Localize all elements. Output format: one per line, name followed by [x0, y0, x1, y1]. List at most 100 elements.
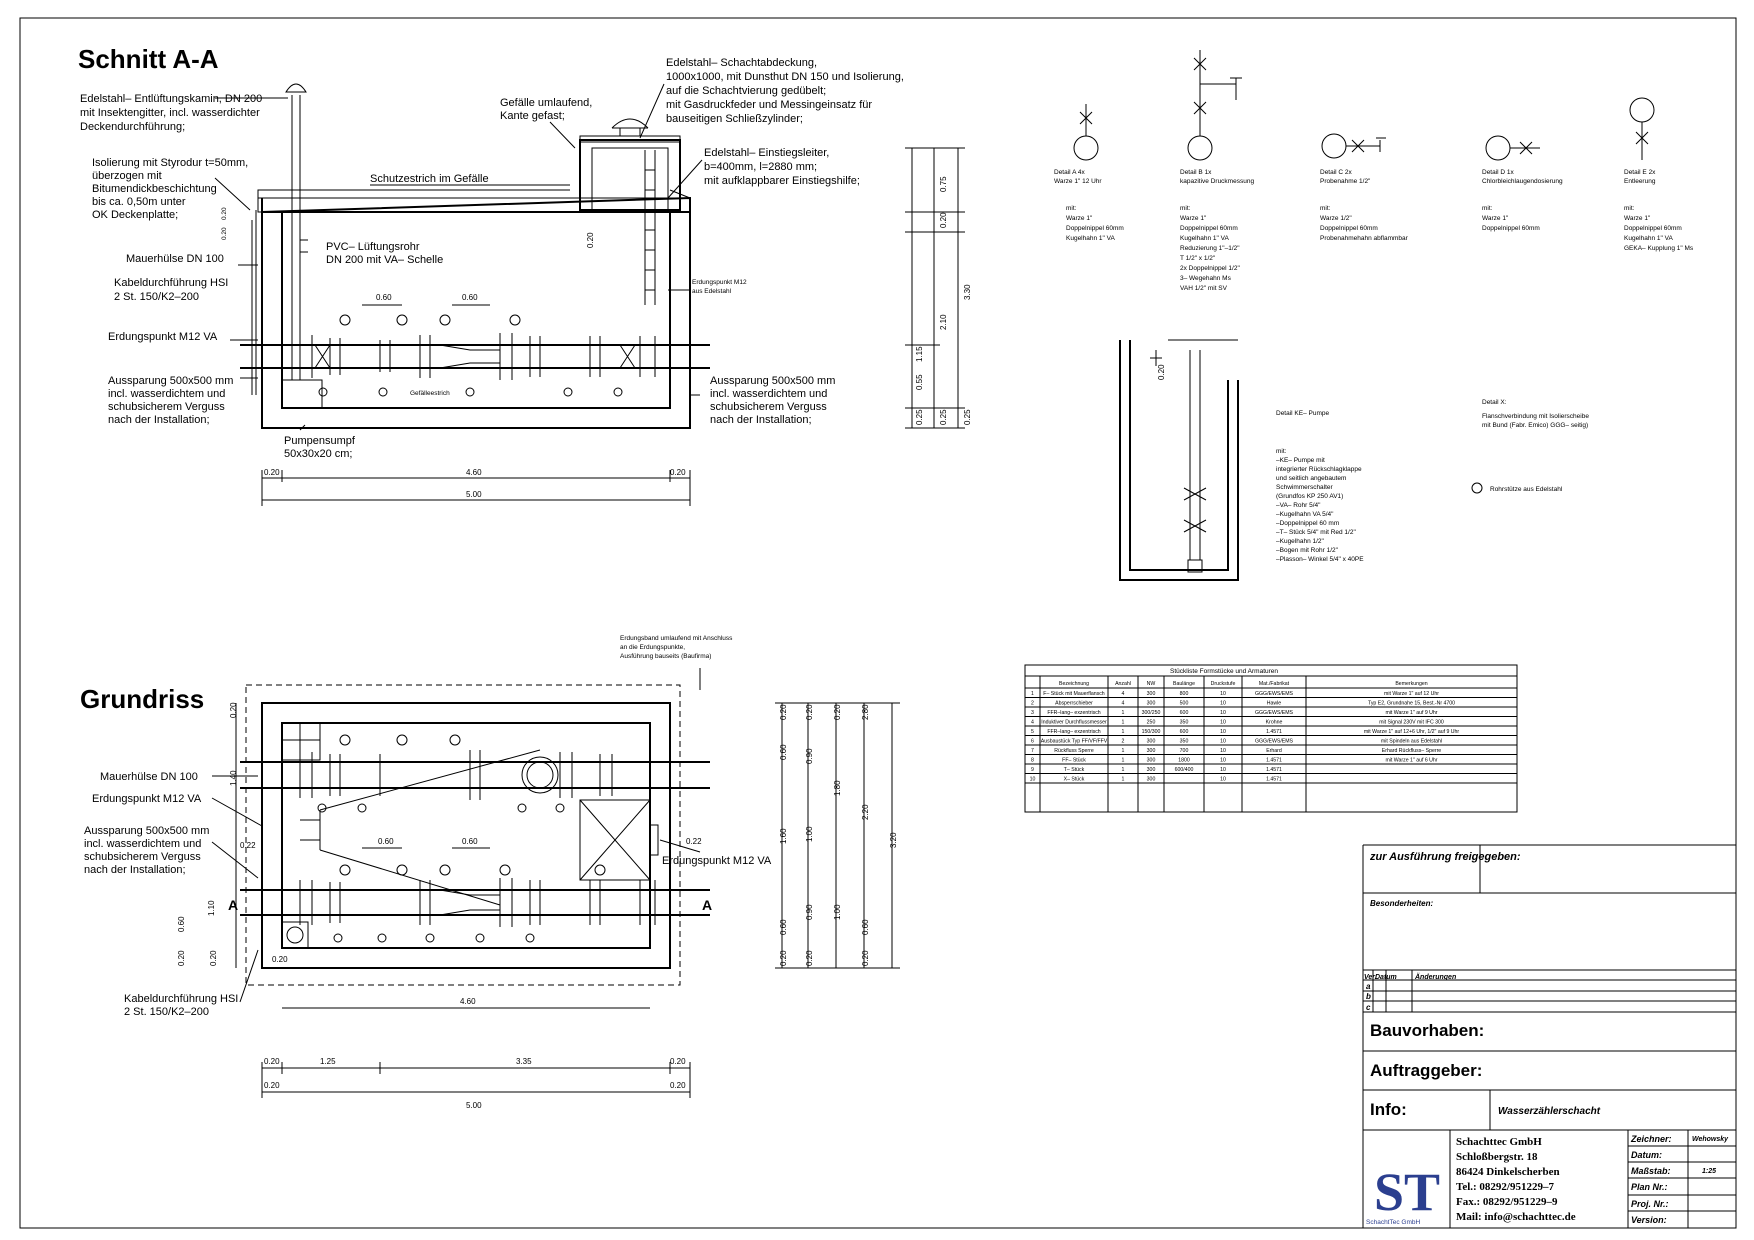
svg-text:schubsicherem Verguss: schubsicherem Verguss — [710, 401, 827, 413]
sheet-frame — [19, 17, 1737, 1229]
plan-access-opening — [579, 799, 651, 881]
detail-d: Detail D 1x Chlorbleichlaugendosierung m… — [1482, 135, 1563, 232]
svg-text:2.80: 2.80 — [861, 704, 870, 720]
svg-text:nach der Installation;: nach der Installation; — [710, 414, 812, 426]
svg-text:Detail D 1x: Detail D 1x — [1482, 169, 1515, 176]
svg-text:Kugelhahn 1" VA: Kugelhahn 1" VA — [1624, 235, 1673, 242]
detail-x: Detail X: Flanschverbindung mit Isoliers… — [1471, 399, 1589, 494]
plan-earth-band — [245, 684, 681, 986]
svg-text:b=400mm, l=2880 mm;: b=400mm, l=2880 mm; — [704, 161, 817, 173]
section-label-wall-sleeve: Mauerhülse DN 100 — [126, 253, 224, 265]
parts-table-header: Baulänge — [1173, 681, 1195, 687]
svg-text:Erdungspunkt M12: Erdungspunkt M12 — [692, 279, 747, 286]
svg-text:DN 200 mit VA– Schelle: DN 200 mit VA– Schelle — [326, 254, 443, 266]
parts-table-cell: mit Warze 1" auf 9 Uhr — [1385, 710, 1437, 716]
rev-header-changes: Änderungen — [1414, 973, 1456, 981]
svg-text:mit Gasdruckfeder und Messinge: mit Gasdruckfeder und Messingeinsatz für — [666, 99, 872, 111]
section-view: Schnitt A-A Gefälleestrich — [78, 44, 972, 506]
parts-table-cell: 10 — [1220, 748, 1226, 754]
svg-text:incl. wasserdichtem und: incl. wasserdichtem und — [710, 388, 827, 400]
parts-table-cell: Hawle — [1267, 701, 1282, 707]
svg-text:2 St. 150/K2–200: 2 St. 150/K2–200 — [114, 291, 199, 303]
parts-table-cell: 700 — [1180, 748, 1189, 754]
section-label-cover: Edelstahl– Schachtabdeckung, 1000x1000, … — [666, 57, 904, 125]
plan-label-earth-right: Erdungspunkt M12 VA — [662, 855, 772, 867]
svg-text:5.00: 5.00 — [466, 490, 482, 499]
parts-table-cell: 1 — [1122, 777, 1125, 783]
svg-text:86424 Dinkelscherben: 86424 Dinkelscherben — [1456, 1166, 1560, 1178]
parts-table-cell: FFR–lang– exzentrisch — [1047, 710, 1100, 716]
parts-table-cell: 3 — [1031, 710, 1034, 716]
svg-text:Flanschverbindung mit Isoliers: Flanschverbindung mit Isolierscheibe — [1482, 413, 1589, 420]
title-notes: Besonderheiten: — [1370, 899, 1433, 908]
parts-table-cell: 250 — [1147, 720, 1156, 726]
svg-text:0.20: 0.20 — [264, 468, 280, 477]
parts-table-cell: GGG/EWS/EMS — [1255, 739, 1294, 745]
plan-access-diag — [579, 799, 651, 881]
parts-table-cell: 300 — [1147, 767, 1156, 773]
title-fields: Zeichner: Wehowsky Datum: Maßstab: 1:25 … — [1630, 1134, 1729, 1225]
plan-dim-inner: 4.60 — [282, 997, 650, 1009]
svg-text:0.20: 0.20 — [264, 1057, 280, 1066]
svg-text:schubsicherem Verguss: schubsicherem Verguss — [84, 851, 201, 863]
svg-text:incl. wasserdichtem und: incl. wasserdichtem und — [84, 838, 201, 850]
svg-text:mit:: mit: — [1276, 448, 1287, 455]
svg-text:kapazitive Druckmessung: kapazitive Druckmessung — [1180, 178, 1254, 185]
parts-table-cell: 7 — [1031, 748, 1034, 754]
parts-table-cell: 300/250 — [1142, 710, 1161, 716]
parts-table-cell: 2 — [1122, 739, 1125, 745]
svg-text:0.20: 0.20 — [670, 1081, 686, 1090]
svg-text:an die Erdungspunkte,: an die Erdungspunkte, — [620, 644, 685, 651]
svg-text:0.20: 0.20 — [1157, 364, 1166, 380]
svg-text:T 1/2" x 1/2": T 1/2" x 1/2" — [1180, 255, 1216, 262]
parts-table-cell: Absperrschieber — [1055, 701, 1093, 707]
svg-text:mit Insektengitter, incl. wass: mit Insektengitter, incl. wasserdichter — [80, 107, 260, 119]
parts-table-cell: mit Spindeln aus Edelstahl — [1381, 739, 1442, 745]
parts-table-cell: 10 — [1220, 767, 1226, 773]
plan-lower-reducer — [439, 889, 500, 916]
company-address: Schachttec GmbH Schloßbergstr. 18 86424 … — [1456, 1136, 1576, 1223]
svg-text:0.90: 0.90 — [805, 748, 814, 764]
svg-text:1000x1000, mit Dunsthut DN 150: 1000x1000, mit Dunsthut DN 150 und Isoli… — [666, 71, 904, 83]
section-dim-bottom: 0.20 4.60 0.20 5.00 — [261, 468, 691, 506]
plan-lower-fittings — [299, 878, 656, 927]
svg-text:0.25: 0.25 — [963, 409, 972, 425]
plan-vent-square — [281, 921, 309, 949]
svg-text:0.60: 0.60 — [378, 837, 394, 846]
section-main-pipe — [240, 344, 710, 369]
section-label-earth-left: Erdungspunkt M12 VA — [108, 331, 218, 343]
svg-text:integrierter Rückschlagklappe: integrierter Rückschlagklappe — [1276, 466, 1362, 473]
svg-text:–Kugelhahn VA 5/4": –Kugelhahn VA 5/4" — [1276, 511, 1334, 518]
svg-text:0.20: 0.20 — [779, 950, 788, 966]
parts-table-cell: 150/300 — [1142, 729, 1161, 735]
svg-text:Kugelhahn 1" VA: Kugelhahn 1" VA — [1180, 235, 1229, 242]
svg-text:incl. wasserdichtem und: incl. wasserdichtem und — [108, 388, 225, 400]
section-label-earth-right: Erdungspunkt M12 aus Edelstahl — [692, 279, 747, 295]
svg-text:Probenahmehahn abflammbar: Probenahmehahn abflammbar — [1320, 235, 1409, 242]
plan-label-earth-band: Erdungsband umlaufend mit Anschluss an d… — [620, 635, 733, 660]
svg-text:Detail C 2x: Detail C 2x — [1320, 169, 1353, 176]
svg-text:0.20: 0.20 — [861, 950, 870, 966]
parts-table-cell: 1.4571 — [1266, 758, 1282, 764]
parts-table-cell: Ausbaustück Typ FF/VF/FFV — [1041, 739, 1108, 745]
parts-table-cell: 300 — [1147, 701, 1156, 707]
rev-row-b: b — [1366, 992, 1371, 1001]
section-dim-left: 0.20 0.20 0.20 — [221, 207, 595, 248]
svg-text:4.60: 4.60 — [466, 468, 482, 477]
section-label-pvc: PVC– Lüftungsrohr DN 200 mit VA– Schelle — [326, 241, 443, 266]
svg-text:OK Deckenplatte;: OK Deckenplatte; — [92, 209, 178, 221]
title-block: zur Ausführung freigegeben: Besonderheit… — [1362, 844, 1736, 1228]
svg-text:1.15: 1.15 — [915, 346, 924, 362]
parts-table-cell: 1 — [1031, 691, 1034, 697]
parts-table-cell: GGG/EWS/EMS — [1255, 691, 1294, 697]
svg-text:0.20: 0.20 — [221, 207, 228, 220]
svg-text:Schwimmerschalter: Schwimmerschalter — [1276, 484, 1334, 491]
parts-table-cell: mit Signal 230V mit IFC 300 — [1379, 720, 1444, 726]
svg-text:0.60: 0.60 — [861, 919, 870, 935]
svg-text:0.20: 0.20 — [221, 227, 228, 240]
section-pvc-pipe — [300, 239, 308, 253]
svg-text:Doppelnippel 60mm: Doppelnippel 60mm — [1482, 225, 1540, 232]
parts-table-cell: 4 — [1031, 720, 1034, 726]
svg-text:Maßstab:: Maßstab: — [1631, 1166, 1671, 1176]
